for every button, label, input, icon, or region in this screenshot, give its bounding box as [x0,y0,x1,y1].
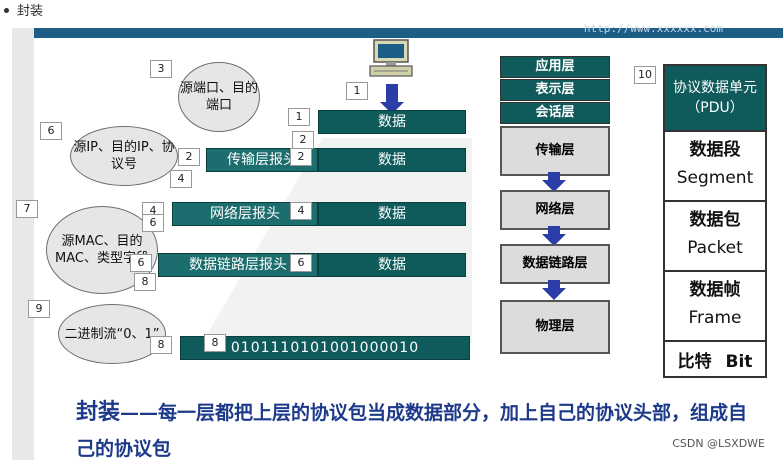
pdu-segment-en: Segment [676,168,754,188]
computer-icon [369,39,413,77]
stack-arrow-icon [542,288,566,300]
osi-presentation-layer: 表示层 [500,79,610,101]
data-bar-1: 数据 [318,110,466,134]
pdu-packet-cell: 数据包 Packet [665,200,765,270]
step-number: 8 [150,336,172,354]
step-number: 7 [16,200,38,218]
down-arrow-stem [386,84,398,104]
pdu-bit-en: Bit [725,352,753,372]
slide-left-margin [12,28,34,460]
stack-arrow-stem [548,226,560,236]
caption-title: 封装 [76,399,121,425]
pdu-header: 协议数据单元（PDU） [665,66,765,130]
pdu-frame-en: Frame [688,308,742,328]
step-number: 8 [134,273,156,291]
pdu-packet-cn: 数据包 [689,210,741,230]
step-number: 1 [346,82,368,100]
slide-caption: 封装——每一层都把上层的协议包当成数据部分，加上自己的协议头部，组成自己的协议包 [76,394,756,467]
osi-application-layer: 应用层 [500,56,610,78]
port-cloud-text: 源端口、目的端口 [179,81,258,113]
step-number: 6 [130,254,152,272]
osi-physical-layer: 物理层 [500,300,610,354]
pdu-bit-cn: 比特 [677,352,712,372]
pdu-frame-cn: 数据帧 [689,280,741,300]
data-bar-3: 数据 [318,202,466,226]
pdu-table: 协议数据单元（PDU） 数据段 Segment 数据包 Packet 数据帧 F… [663,64,767,378]
topband-url: http://www.xxxxxx.com [583,22,723,35]
step-number: 8 [204,334,226,352]
pdu-segment-cn: 数据段 [689,140,741,160]
encapsulation-wedge [202,138,472,343]
slide-top-band: http://www.xxxxxx.com [34,22,783,38]
encapsulation-slide: http://www.xxxxxx.com 数据 传输层报头 数据 网络层报头 … [12,22,783,460]
osi-transport-layer: 传输层 [500,126,610,176]
stack-arrow-stem [548,280,560,290]
step-number: 6 [142,214,164,232]
binary-cloud-text: 二进制流“0、1” [64,326,160,342]
pdu-segment-cell: 数据段 Segment [665,130,765,200]
pdu-bit-cell: 比特 Bit [665,340,765,382]
step-number: 9 [28,300,50,318]
osi-datalink-layer: 数据链路层 [500,244,610,284]
stack-arrow-icon [542,234,566,246]
binary-cloud: 二进制流“0、1” [58,304,166,364]
osi-network-layer: 网络层 [500,190,610,230]
pdu-header-text: 协议数据单元（PDU） [673,80,757,116]
step-number: 4 [290,202,312,220]
step-number: 6 [40,122,62,140]
stack-arrow-icon [542,180,566,192]
data-bar-2: 数据 [318,148,466,172]
step-number: 4 [170,170,192,188]
step-number: 3 [150,60,172,78]
step-number: 2 [290,148,312,166]
mac-cloud: 源MAC、目的MAC、类型字段 [46,206,158,294]
pdu-frame-cell: 数据帧 Frame [665,270,765,340]
bullet-dot-icon [4,8,9,13]
port-cloud: 源端口、目的端口 [178,62,260,132]
pdu-packet-en: Packet [687,238,743,258]
step-number: 6 [290,254,312,272]
mac-cloud-text: 源MAC、目的MAC、类型字段 [55,234,149,266]
caption-text: ——每一层都把上层的协议包当成数据部分，加上自己的协议头部，组成自己的协议包 [76,402,748,460]
bullet-item: 封装 [4,0,43,22]
step-number: 2 [292,131,314,149]
ip-cloud-text: 源IP、目的IP、协议号 [73,140,175,172]
csdn-watermark: CSDN @LSXDWE [672,437,765,450]
stack-arrow-stem [548,172,560,182]
bullet-label: 封装 [17,4,44,19]
ip-cloud: 源IP、目的IP、协议号 [70,126,178,186]
step-number: 2 [178,148,200,166]
data-bar-4: 数据 [318,253,466,277]
bitstream-bar: 0101110101001000010 [180,336,470,360]
step-number: 1 [288,108,310,126]
step-number: 10 [634,66,656,84]
osi-session-layer: 会话层 [500,102,610,124]
